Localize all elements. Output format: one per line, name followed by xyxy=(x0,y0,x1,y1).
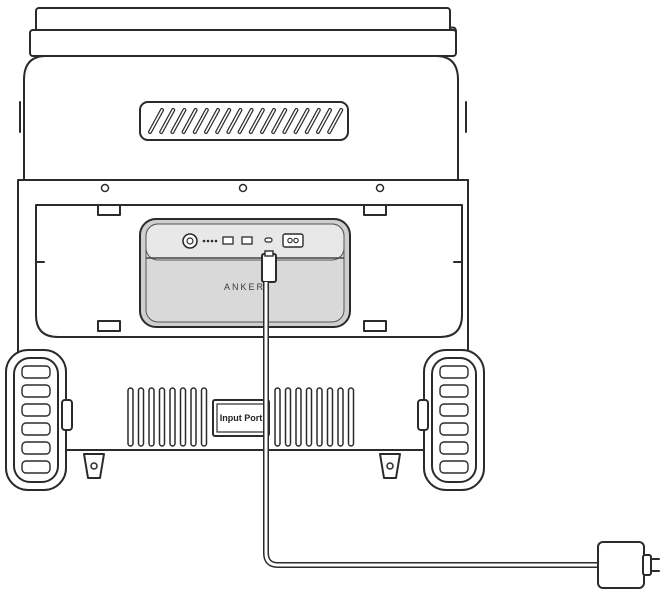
grille-slot-inner xyxy=(306,109,320,133)
battery-indicator-dots xyxy=(202,239,218,243)
wheel-tread xyxy=(21,460,51,474)
wheel-tread xyxy=(21,403,51,417)
top-vent-grille xyxy=(139,101,349,141)
wheel-tread xyxy=(21,365,51,379)
wheel-tread xyxy=(21,441,51,455)
vent-slot xyxy=(190,387,197,447)
grille-slot-inner xyxy=(205,109,219,133)
grille-slot-inner xyxy=(272,109,286,133)
vent-slot xyxy=(316,387,323,447)
grille-slot-inner xyxy=(238,109,253,133)
vent-slot xyxy=(158,387,166,447)
wheel-tread xyxy=(21,422,51,436)
vent-slot xyxy=(148,387,155,447)
battery-module: ANKER xyxy=(139,218,351,328)
top-lid xyxy=(29,7,457,57)
wheel-tread xyxy=(21,384,51,398)
grille-slot-inner xyxy=(182,109,197,133)
vent-slot xyxy=(305,387,313,447)
grille-slot-inner xyxy=(317,109,331,133)
vent-slot xyxy=(274,387,281,447)
grille-slot-inner xyxy=(227,109,242,133)
grille-slot-inner xyxy=(194,109,208,133)
vent-slot xyxy=(127,387,134,447)
brand-label: ANKER xyxy=(224,282,265,292)
vent-slot xyxy=(326,387,334,447)
power-button xyxy=(182,233,198,249)
wheel-tread xyxy=(439,403,469,417)
vent-slot xyxy=(200,387,208,447)
feet xyxy=(83,453,401,479)
vent-slot xyxy=(169,387,176,447)
usb-a-port-1 xyxy=(222,236,234,245)
input-port-label-box: Input Port xyxy=(212,399,270,437)
ac-input-port xyxy=(282,233,304,248)
input-port-label: Input Port xyxy=(220,413,263,423)
wheel-tread xyxy=(439,460,469,474)
grille-slot-inner xyxy=(160,109,174,133)
charging-cable xyxy=(261,250,600,568)
vent-slot xyxy=(295,387,302,447)
cable-plug-connector xyxy=(261,253,277,283)
grille-slot-inner xyxy=(171,109,186,133)
usb-a-port-2 xyxy=(241,236,253,245)
vent-slot xyxy=(347,387,355,447)
vent-slot xyxy=(137,387,145,447)
grille-slot-inner xyxy=(250,109,264,133)
wheel-tread xyxy=(439,441,469,455)
module-ports xyxy=(182,233,304,249)
grille-slot-inner xyxy=(294,109,309,133)
grille-slot-inner xyxy=(216,109,230,133)
grille-slot-inner xyxy=(328,109,342,133)
vent-slot xyxy=(179,387,187,447)
vent-slot xyxy=(337,387,344,447)
usb-c-port xyxy=(264,237,273,243)
left-wheel xyxy=(5,349,73,491)
right-wheel xyxy=(417,349,485,491)
wheel-tread xyxy=(439,422,469,436)
grille-slot-inner xyxy=(149,109,163,133)
wheel-tread xyxy=(439,384,469,398)
grille-slot-inner xyxy=(283,109,298,133)
wheel-tread xyxy=(439,365,469,379)
screws xyxy=(100,183,385,193)
lower-vents xyxy=(127,387,355,447)
vent-slot xyxy=(284,387,292,447)
wall-adapter xyxy=(597,541,660,589)
grille-slot-inner xyxy=(261,109,275,133)
